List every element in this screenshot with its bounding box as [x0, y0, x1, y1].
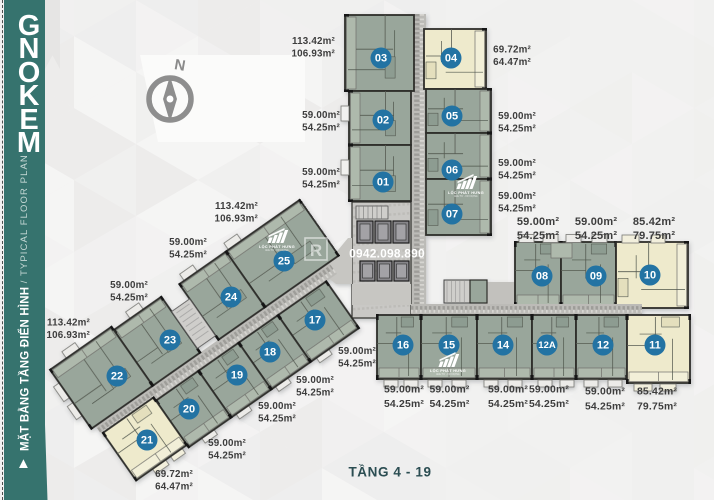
svg-text:64.47m²: 64.47m² [493, 57, 531, 68]
svg-text:59.00m²: 59.00m² [585, 387, 625, 398]
svg-text:LỘC PHÁT HƯNG: LỘC PHÁT HƯNG [448, 190, 484, 195]
svg-text:59.00m²: 59.00m² [302, 110, 340, 121]
svg-text:85.42m²: 85.42m² [637, 387, 677, 398]
svg-text:23: 23 [164, 335, 176, 347]
svg-text:113.42m²: 113.42m² [292, 36, 336, 47]
svg-text:59.00m²: 59.00m² [517, 216, 560, 228]
svg-text:113.42m²: 113.42m² [215, 201, 259, 212]
svg-text:79.75m²: 79.75m² [637, 401, 677, 412]
svg-text:LỘC PHÁT HƯNG: LỘC PHÁT HƯNG [259, 244, 295, 249]
svg-text:106.93m²: 106.93m² [214, 213, 258, 224]
svg-text:59.00m²: 59.00m² [338, 346, 376, 357]
svg-text:03: 03 [375, 53, 387, 65]
svg-text:54.25m²: 54.25m² [302, 122, 340, 133]
svg-text:54.25m²: 54.25m² [529, 399, 569, 410]
svg-text:54.25m²: 54.25m² [110, 292, 148, 303]
svg-text:59.00m²: 59.00m² [498, 191, 536, 202]
svg-text:59.00m²: 59.00m² [169, 237, 207, 248]
svg-text:59.00m²: 59.00m² [498, 158, 536, 169]
svg-text:79.75m²: 79.75m² [633, 230, 676, 242]
svg-text:01: 01 [377, 177, 389, 189]
svg-text:06: 06 [446, 165, 458, 177]
svg-text:20: 20 [183, 404, 195, 416]
svg-text:59.00m²: 59.00m² [110, 280, 148, 291]
svg-text:59.00m²: 59.00m² [302, 167, 340, 178]
svg-text:54.25m²: 54.25m² [258, 413, 296, 424]
svg-text:21: 21 [141, 435, 153, 447]
svg-text:19: 19 [231, 370, 243, 382]
svg-text:54.25m²: 54.25m² [208, 450, 246, 461]
svg-text:05: 05 [446, 111, 458, 123]
svg-text:59.00m²: 59.00m² [488, 384, 528, 395]
svg-text:59.00m²: 59.00m² [529, 384, 569, 395]
svg-text:07: 07 [446, 209, 458, 221]
svg-text:59.00m²: 59.00m² [575, 216, 618, 228]
svg-text:54.25m²: 54.25m² [517, 230, 560, 242]
svg-text:69.72m²: 69.72m² [155, 469, 193, 480]
svg-text:TẦNG 4 - 19: TẦNG 4 - 19 [348, 465, 431, 480]
svg-text:59.00m²: 59.00m² [498, 111, 536, 122]
svg-text:09: 09 [590, 271, 602, 283]
svg-text:54.25m²: 54.25m² [296, 387, 334, 398]
svg-text:59.00m²: 59.00m² [258, 401, 296, 412]
svg-text:59.00m²: 59.00m² [384, 384, 424, 395]
svg-text:N: N [173, 56, 187, 75]
svg-text:59.00m²: 59.00m² [208, 438, 246, 449]
svg-text:ĐẦU TƯ - XÂY DỰNG: ĐẦU TƯ - XÂY DỰNG [265, 249, 288, 252]
svg-text:85.42m²: 85.42m² [633, 216, 676, 228]
svg-text:15: 15 [443, 340, 455, 352]
svg-text:LỘC PHÁT HƯNG: LỘC PHÁT HƯNG [430, 368, 466, 373]
svg-text:25: 25 [278, 256, 290, 268]
svg-text:54.25m²: 54.25m² [498, 123, 536, 134]
svg-text:12: 12 [597, 340, 609, 352]
svg-text:18: 18 [264, 347, 276, 359]
svg-text:0942.098.890: 0942.098.890 [349, 247, 425, 261]
svg-text:113.42m²: 113.42m² [47, 318, 91, 329]
svg-text:02: 02 [377, 115, 389, 127]
svg-text:106.93m²: 106.93m² [46, 330, 90, 341]
svg-text:54.25m²: 54.25m² [302, 179, 340, 190]
svg-text:54.25m²: 54.25m² [575, 230, 618, 242]
svg-text:54.25m²: 54.25m² [498, 203, 536, 214]
svg-text:08: 08 [536, 271, 548, 283]
svg-text:54.25m²: 54.25m² [338, 358, 376, 369]
svg-text:106.93m²: 106.93m² [291, 48, 335, 59]
svg-text:10: 10 [644, 270, 656, 282]
svg-text:R: R [310, 241, 322, 260]
svg-text:59.00m²: 59.00m² [296, 375, 334, 386]
svg-text:16: 16 [397, 340, 409, 352]
svg-text:11: 11 [649, 340, 661, 352]
svg-text:14: 14 [497, 340, 510, 352]
svg-text:22: 22 [111, 371, 123, 383]
svg-text:ĐẦU TƯ - XÂY DỰNG: ĐẦU TƯ - XÂY DỰNG [454, 195, 477, 198]
svg-text:59.00m²: 59.00m² [429, 384, 469, 395]
svg-text:69.72m²: 69.72m² [493, 45, 531, 56]
svg-text:54.25m²: 54.25m² [488, 399, 528, 410]
svg-text:17: 17 [309, 315, 321, 327]
svg-text:54.25m²: 54.25m² [384, 399, 424, 410]
svg-text:54.25m²: 54.25m² [498, 170, 536, 181]
svg-text:12A: 12A [538, 340, 556, 351]
svg-text:54.25m²: 54.25m² [169, 249, 207, 260]
svg-text:24: 24 [225, 292, 238, 304]
svg-text:54.25m²: 54.25m² [585, 401, 625, 412]
svg-text:04: 04 [445, 53, 458, 65]
svg-text:64.47m²: 64.47m² [155, 481, 193, 492]
svg-text:ĐẦU TƯ - XÂY DỰNG: ĐẦU TƯ - XÂY DỰNG [436, 373, 459, 376]
svg-text:54.25m²: 54.25m² [429, 399, 469, 410]
